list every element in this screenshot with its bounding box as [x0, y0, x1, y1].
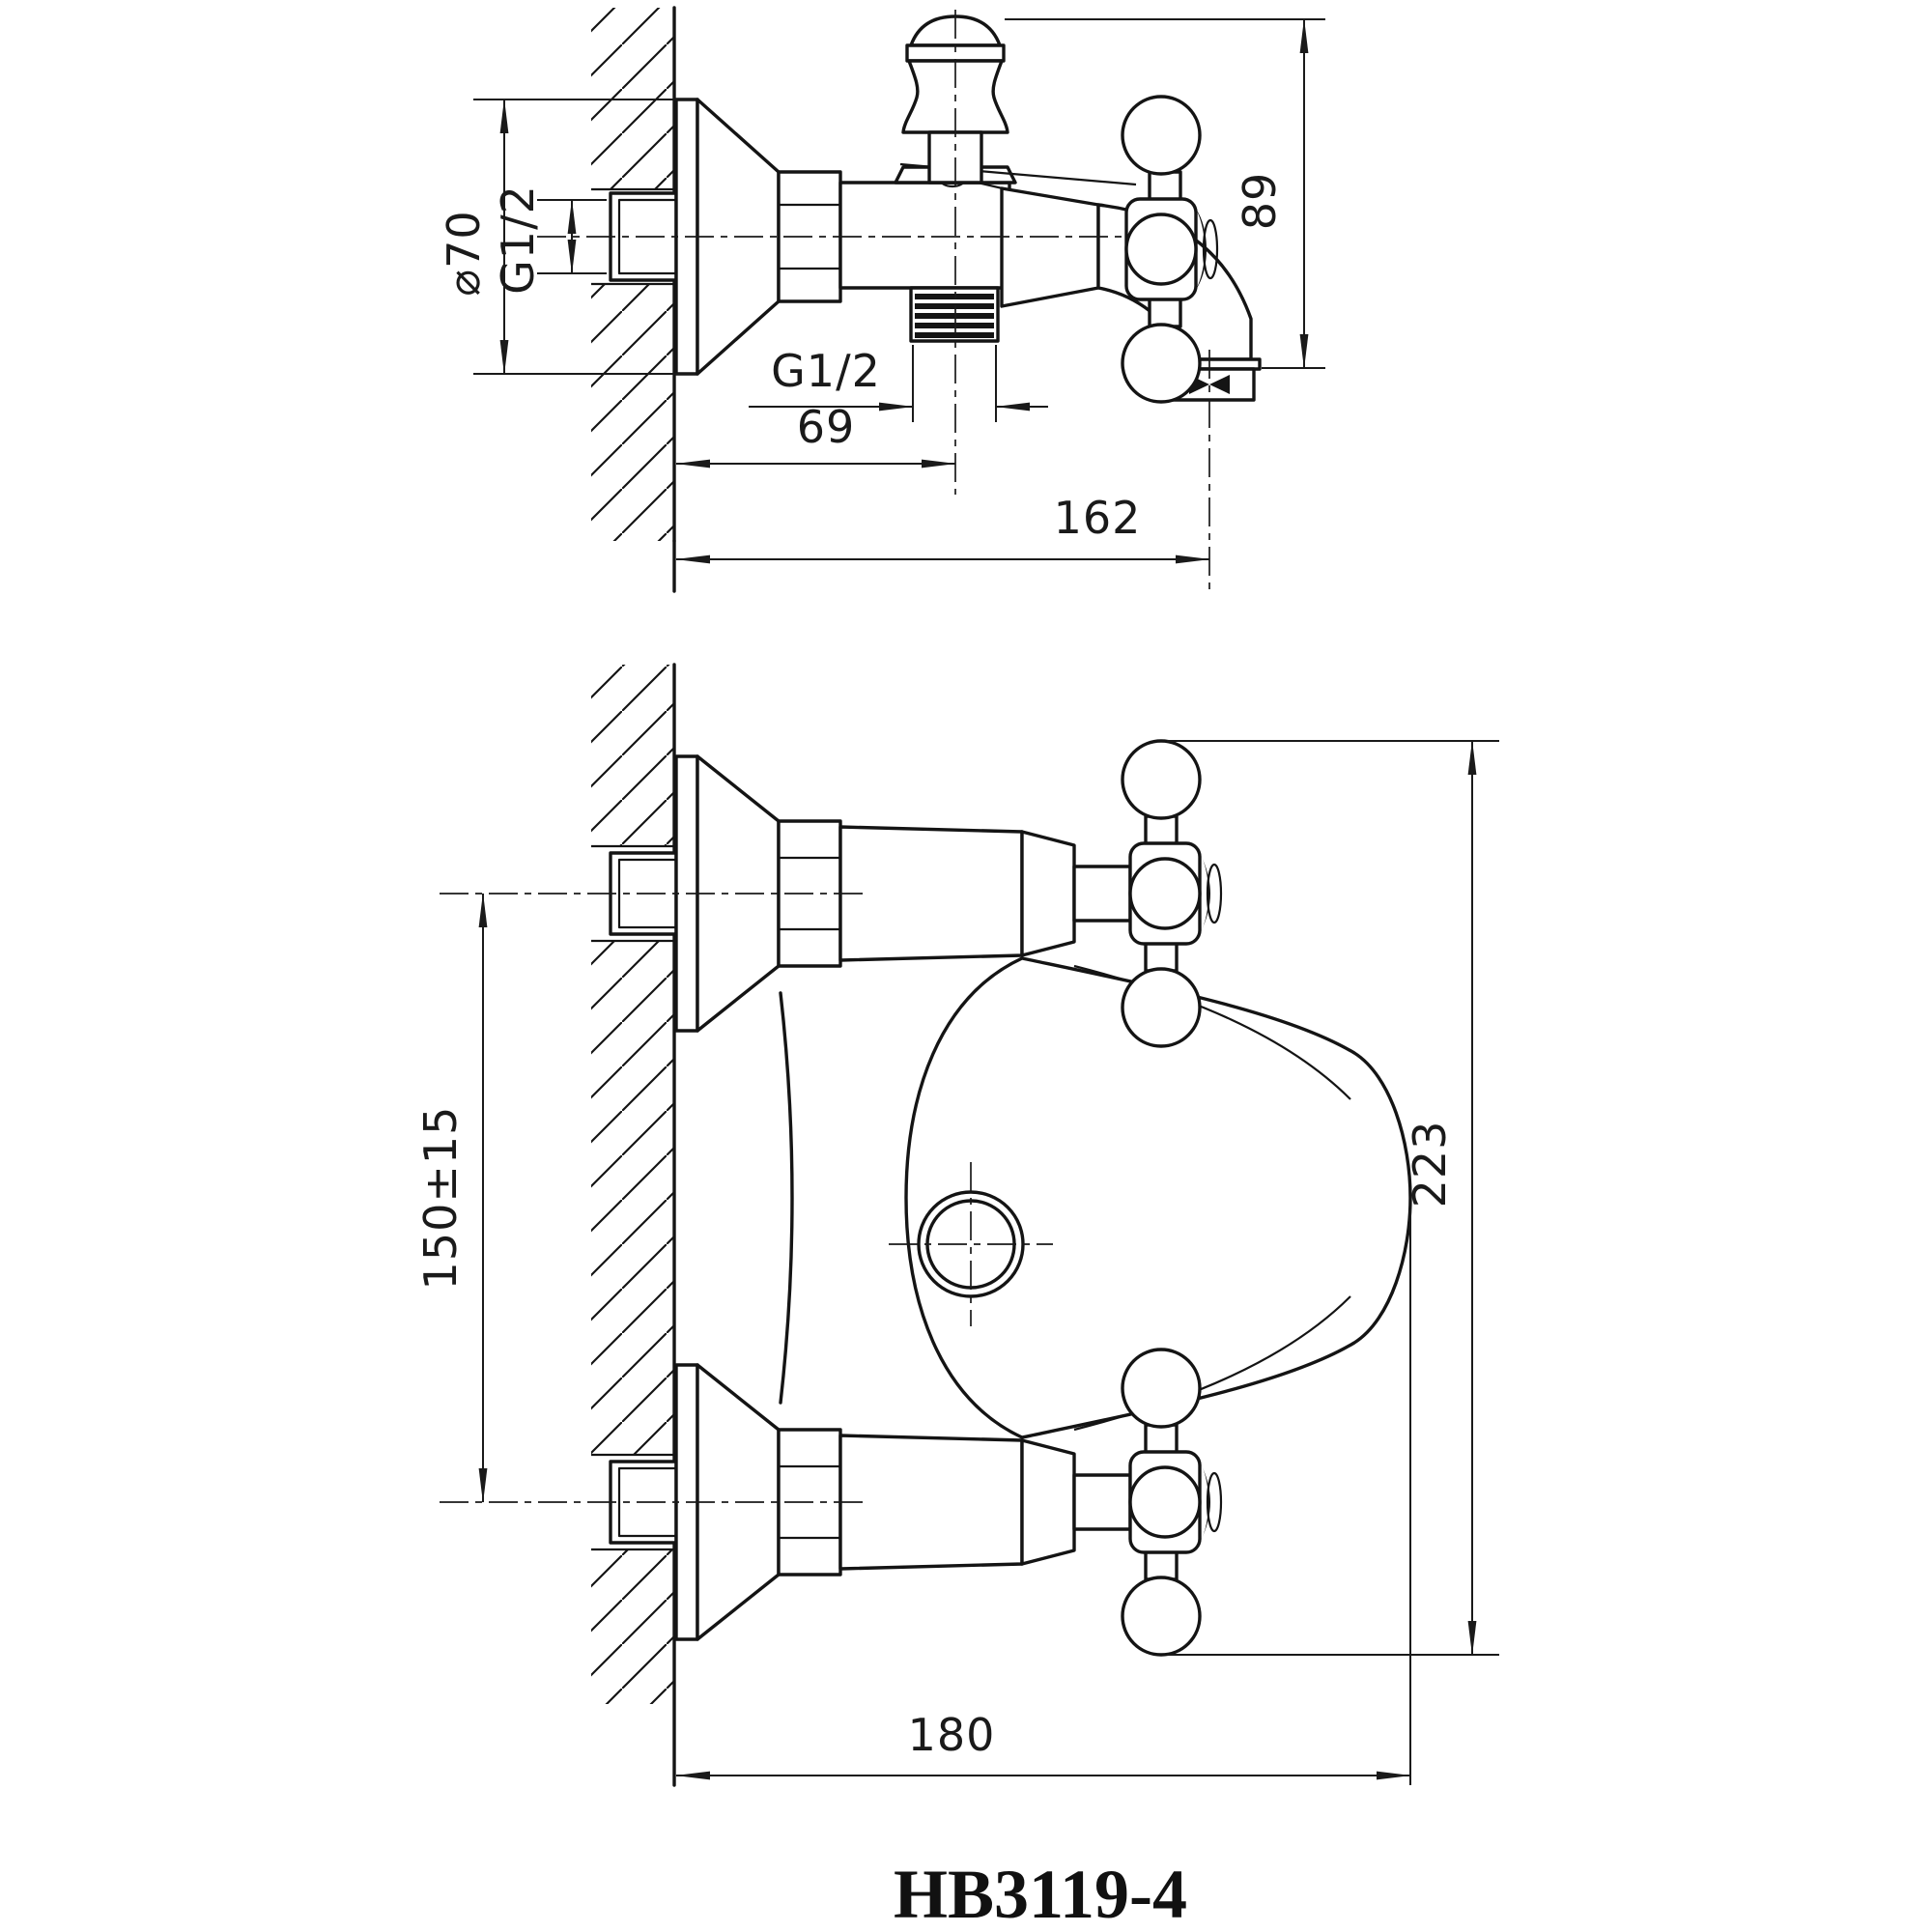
dim-escutcheon-diameter: ⌀70	[438, 99, 696, 375]
spout-cone-base	[1000, 186, 1100, 308]
cross-handle	[1121, 95, 1219, 404]
spout-inner-edge	[1073, 1295, 1351, 1432]
handle-cap-edge	[1196, 209, 1207, 290]
wall-hatching	[591, 1549, 674, 1704]
valve-cone	[1020, 830, 1076, 957]
shower-outlet-thread	[909, 286, 1000, 343]
dim-label-phi70: ⌀70	[438, 210, 490, 296]
body-arm	[838, 1434, 1024, 1571]
dim-label-89: 89	[1234, 172, 1286, 231]
handle-cap-lens	[1206, 1471, 1223, 1533]
body-back-edge	[779, 991, 794, 1405]
valve-cone	[1020, 1438, 1076, 1566]
wall-section	[591, 663, 676, 1787]
dim-projection-180: 180	[675, 1209, 1411, 1785]
valve-stem	[1072, 865, 1132, 923]
title-block: HB3119-4	[894, 1856, 1187, 1932]
centerlines	[537, 10, 1210, 591]
wall-hatching	[591, 941, 674, 1455]
aerator-mark	[1209, 375, 1230, 394]
handle-knob	[1121, 739, 1202, 820]
dim-label-g12-outlet: G1/2	[771, 345, 881, 397]
centerlines	[440, 893, 1053, 1503]
body-arm	[838, 825, 1024, 962]
dim-outlet-thread: G1/2	[749, 345, 1048, 422]
valve-assembly	[1020, 739, 1223, 1048]
dim-label-g12-inlet: G1/2	[492, 185, 544, 295]
dim-label-69: 69	[797, 401, 856, 453]
dim-inlet-thread: G1/2	[492, 185, 607, 295]
handle-cap-lens	[1206, 863, 1223, 924]
dim-wall-to-spout-162: 162	[672, 492, 1210, 593]
handle-cap-lens	[1202, 218, 1219, 280]
dim-overall-223: 223	[1167, 740, 1499, 1656]
dim-label-223: 223	[1404, 1121, 1456, 1208]
valve-stem	[1072, 1473, 1132, 1531]
handle-hub	[1128, 857, 1202, 930]
dim-label-162: 162	[1054, 492, 1142, 544]
dim-label-180: 180	[908, 1709, 996, 1761]
handle-hub	[1124, 213, 1198, 286]
dim-label-150: 150±15	[414, 1106, 467, 1291]
dim-wall-to-outlet-69: 69	[675, 401, 956, 469]
handle-knob	[1121, 323, 1202, 404]
handle-knob	[1121, 967, 1202, 1048]
dim-height-89: 89	[1005, 18, 1325, 369]
plan-view: 150±15 223 180	[414, 663, 1499, 1787]
handle-hub	[1128, 1465, 1202, 1539]
spout-inner-edge	[1073, 964, 1351, 1100]
side-view: ⌀70 G1/2 89 G1/2 69 162	[438, 6, 1325, 593]
model-number: HB3119-4	[894, 1856, 1187, 1932]
handle-knob	[1121, 1348, 1202, 1429]
handle-knob	[1121, 95, 1202, 176]
valve-assembly	[1020, 1348, 1223, 1657]
spout-tongue	[904, 956, 1412, 1439]
wall-hatching	[591, 665, 674, 846]
wall-hatching	[591, 284, 674, 541]
faucet-body	[779, 825, 1412, 1571]
handle-knob	[1121, 1576, 1202, 1657]
dim-inlet-spacing: 150±15	[414, 893, 488, 1503]
